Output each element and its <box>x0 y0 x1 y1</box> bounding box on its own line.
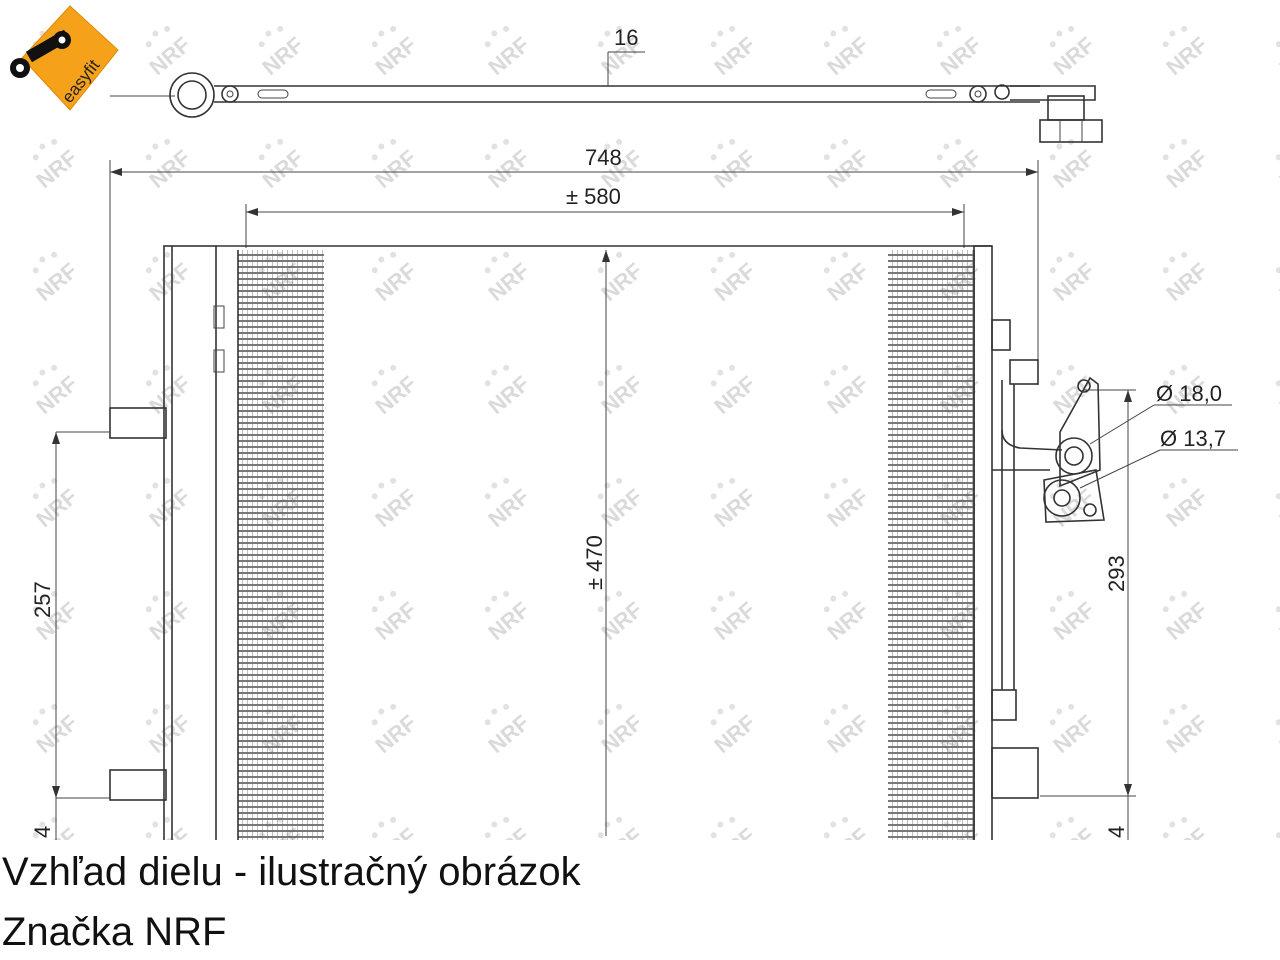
top-pipe-view: 16 <box>110 25 1103 143</box>
condenser-technical-drawing: NRF easyfit <box>0 0 1280 840</box>
dim-left-height: 257 4 <box>30 431 110 840</box>
dim-port-diameters: Ø 18,0 Ø 13,7 <box>1079 381 1238 489</box>
dim-right-bottom-label: 4 <box>1104 826 1129 838</box>
dim-port-small-label: Ø 13,7 <box>1160 426 1226 451</box>
dim-core-width: ± 580 <box>245 184 965 248</box>
dim-overall-width: 748 <box>109 145 1039 410</box>
caption-illustration-note: Vzhľad dielu - ilustračný obrázok <box>2 850 581 894</box>
dim-top-pipe-label: 16 <box>614 25 638 50</box>
dim-core-height-label: ± 470 <box>582 535 607 590</box>
condenser-body <box>109 245 1105 840</box>
dim-right-height: 293 4 <box>1040 389 1136 840</box>
dim-right-height-label: 293 <box>1104 555 1129 592</box>
dim-core-width-label: ± 580 <box>566 184 621 209</box>
dim-port-large-label: Ø 18,0 <box>1156 381 1222 406</box>
wrench-icon <box>10 29 71 78</box>
dim-core-height: ± 470 <box>582 250 610 836</box>
dim-overall-width-label: 748 <box>585 145 622 170</box>
dim-left-height-label: 257 <box>30 581 55 618</box>
dim-left-bottom-label: 4 <box>30 826 55 838</box>
watermark-background <box>0 0 1280 840</box>
caption-brand: Značka NRF <box>2 910 227 954</box>
